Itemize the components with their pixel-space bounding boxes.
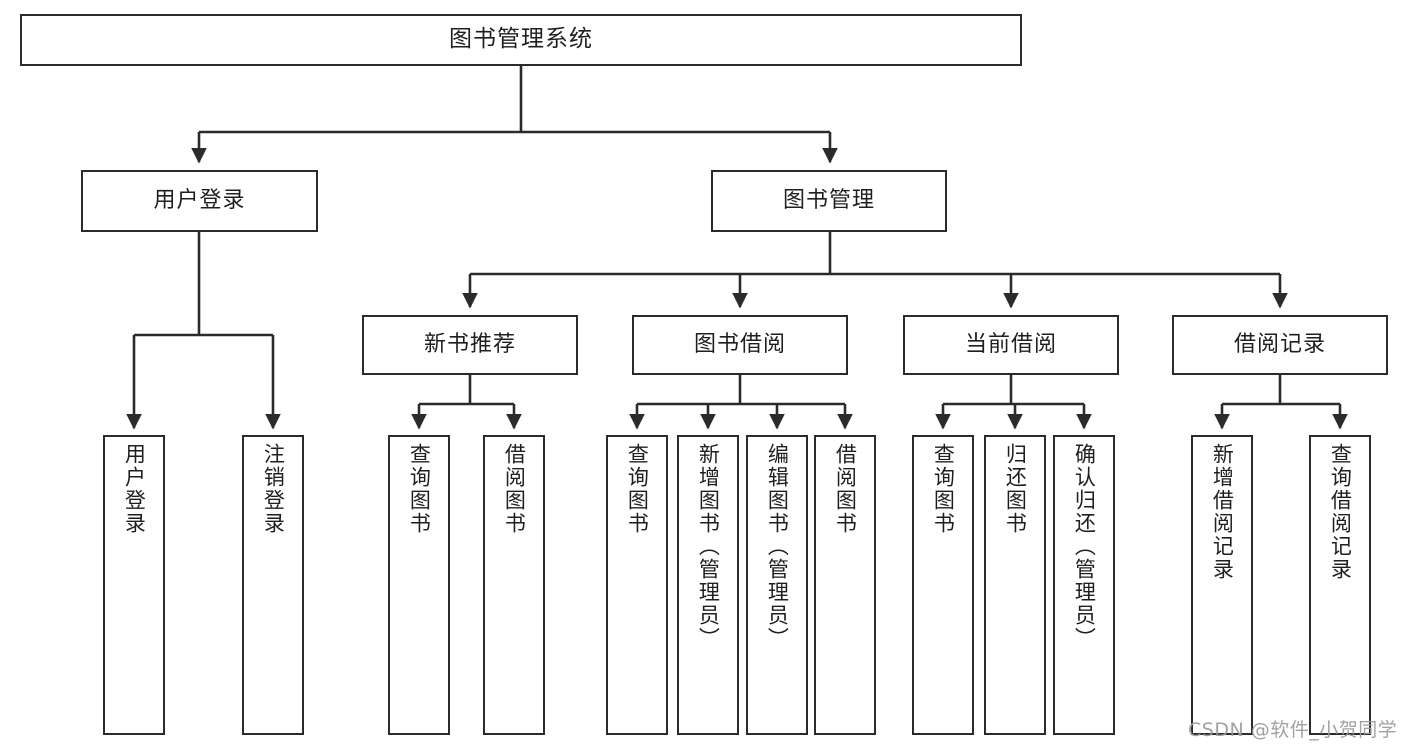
leaf-label: 查询借阅记录 — [1328, 443, 1353, 581]
node-root-system[interactable]: 图书管理系统 — [20, 14, 1022, 66]
leaf-user-login[interactable]: 用户登录 — [103, 435, 165, 735]
node-user-login[interactable]: 用户登录 — [81, 170, 318, 232]
node-borrow-record[interactable]: 借阅记录 — [1172, 315, 1388, 375]
leaf-label: 新增图书（管理员） — [696, 443, 721, 650]
leaf-logout-login[interactable]: 注销登录 — [242, 435, 304, 735]
leaf-label: 查询图书 — [407, 443, 432, 535]
leaf-label: 编辑图书（管理员） — [765, 443, 790, 650]
leaf-label: 查询图书 — [931, 443, 956, 535]
node-book-borrow[interactable]: 图书借阅 — [632, 315, 848, 375]
leaf-label: 新增借阅记录 — [1210, 443, 1235, 581]
leaf-query-book-borrow[interactable]: 查询图书 — [606, 435, 668, 735]
leaf-confirm-return-admin[interactable]: 确认归还（管理员） — [1053, 435, 1115, 735]
leaf-edit-book-admin[interactable]: 编辑图书（管理员） — [746, 435, 808, 735]
node-current-borrow[interactable]: 当前借阅 — [903, 315, 1119, 375]
leaf-label: 查询图书 — [625, 443, 650, 535]
leaf-add-book-admin[interactable]: 新增图书（管理员） — [677, 435, 739, 735]
csdn-watermark: CSDN @软件_小贺同学 — [1188, 719, 1398, 741]
leaf-return-book[interactable]: 归还图书 — [984, 435, 1046, 735]
leaf-borrow-book-new[interactable]: 借阅图书 — [483, 435, 545, 735]
leaf-add-borrow-record[interactable]: 新增借阅记录 — [1191, 435, 1253, 735]
leaf-label: 确认归还（管理员） — [1072, 443, 1097, 650]
leaf-label: 用户登录 — [122, 443, 147, 535]
leaf-borrow-book[interactable]: 借阅图书 — [814, 435, 876, 735]
leaf-label: 归还图书 — [1003, 443, 1028, 535]
leaf-label: 借阅图书 — [833, 443, 858, 535]
node-new-book-recommend[interactable]: 新书推荐 — [362, 315, 578, 375]
leaf-query-borrow-record[interactable]: 查询借阅记录 — [1309, 435, 1371, 735]
leaf-query-book-new[interactable]: 查询图书 — [388, 435, 450, 735]
node-book-manage[interactable]: 图书管理 — [711, 170, 947, 232]
leaf-label: 借阅图书 — [502, 443, 527, 535]
leaf-query-book-current[interactable]: 查询图书 — [912, 435, 974, 735]
leaf-label: 注销登录 — [261, 443, 286, 535]
